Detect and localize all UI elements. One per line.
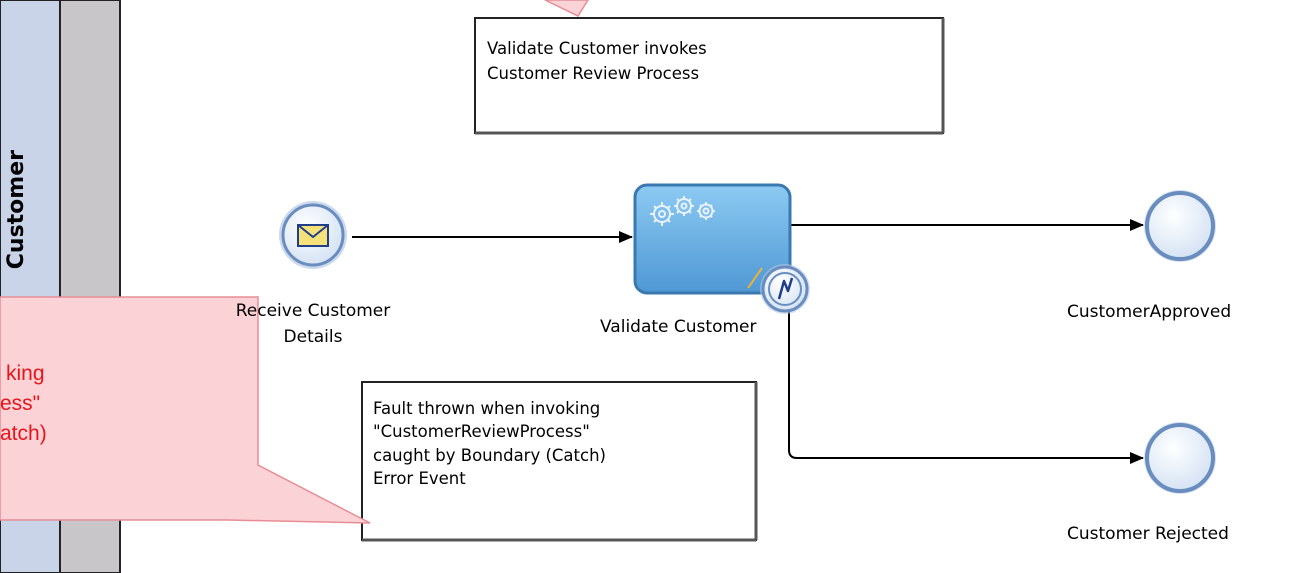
gears-icon xyxy=(650,196,715,226)
lightning-icon xyxy=(777,277,794,300)
top-annotation-line-2: Customer Review Process xyxy=(487,64,700,83)
bottom-annotation-line-1: Fault thrown when invoking xyxy=(373,399,601,418)
validate-customer-task[interactable] xyxy=(633,183,792,295)
left-callout xyxy=(0,296,371,524)
callout-line-2: ess" xyxy=(0,392,41,415)
top-callout-pointer xyxy=(544,0,589,17)
bottom-annotation-line-3: caught by Boundary (Catch) xyxy=(373,446,606,465)
start-message-event[interactable] xyxy=(279,201,347,269)
end-event-approved[interactable] xyxy=(1144,190,1216,262)
bottom-annotation-line-2: "CustomerReviewProcess" xyxy=(373,422,590,441)
end-rejected-label: Customer Rejected xyxy=(1067,524,1229,544)
top-annotation-line-1: Validate Customer invokes xyxy=(487,39,707,58)
bottom-annotation-line-4: Error Event xyxy=(373,469,466,488)
envelope-icon xyxy=(297,224,329,247)
lane-label: Customer xyxy=(4,150,29,270)
start-event-label-line-1: Receive Customer xyxy=(235,301,391,321)
callout-line-3: atch) xyxy=(0,422,47,445)
end-approved-label: CustomerApproved xyxy=(1067,302,1232,322)
end-event-rejected[interactable] xyxy=(1144,422,1216,494)
start-event-label-line-2: Details xyxy=(283,327,343,347)
flow-boundary-to-rejected xyxy=(788,300,1144,464)
task-label: Validate Customer xyxy=(600,317,757,337)
callout-line-1: king xyxy=(6,362,45,385)
bottom-annotation-box xyxy=(361,381,757,541)
boundary-error-event[interactable] xyxy=(760,264,810,314)
